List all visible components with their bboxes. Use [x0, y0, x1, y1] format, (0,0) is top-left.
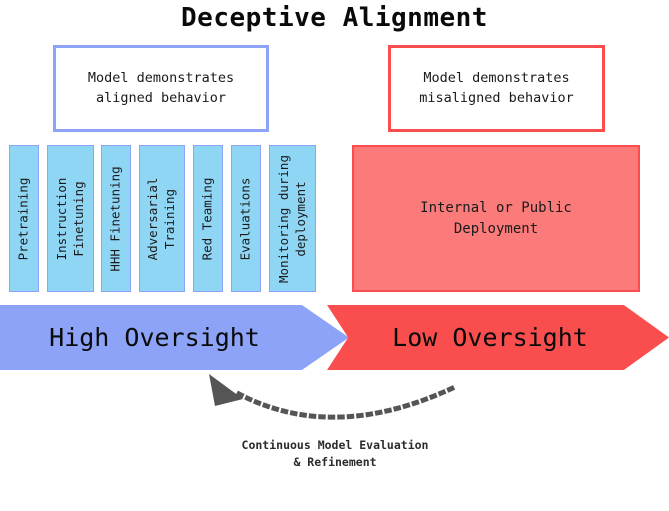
- stage-box-evaluations[interactable]: Evaluations: [231, 145, 261, 292]
- arrow-label-high-oversight: High Oversight: [49, 323, 260, 352]
- arrow-high-oversight: High Oversight: [0, 305, 349, 370]
- stage-label: Evaluations: [237, 177, 253, 260]
- stage-box-hhh-finetuning[interactable]: HHH Finetuning: [101, 145, 131, 292]
- stage-label: Pretraining: [15, 177, 31, 260]
- feedback-dotted-curve: [235, 382, 461, 420]
- stage-label: HHH Finetuning: [107, 165, 123, 272]
- arrow-label-low-oversight: Low Oversight: [392, 323, 588, 352]
- page-title: Deceptive Alignment: [181, 3, 488, 33]
- stage-box-pretraining[interactable]: Pretraining: [9, 145, 39, 292]
- stage-box-red-teaming[interactable]: Red Teaming: [193, 145, 223, 292]
- feedback-arrowhead-icon: [209, 374, 243, 406]
- arrow-low-oversight: Low Oversight: [327, 305, 669, 370]
- feedback-caption: Continuous Model Evaluation& Refinement: [241, 438, 429, 469]
- stage-label: Red Teaming: [199, 177, 215, 260]
- feedback-loop-arrow: [209, 374, 461, 420]
